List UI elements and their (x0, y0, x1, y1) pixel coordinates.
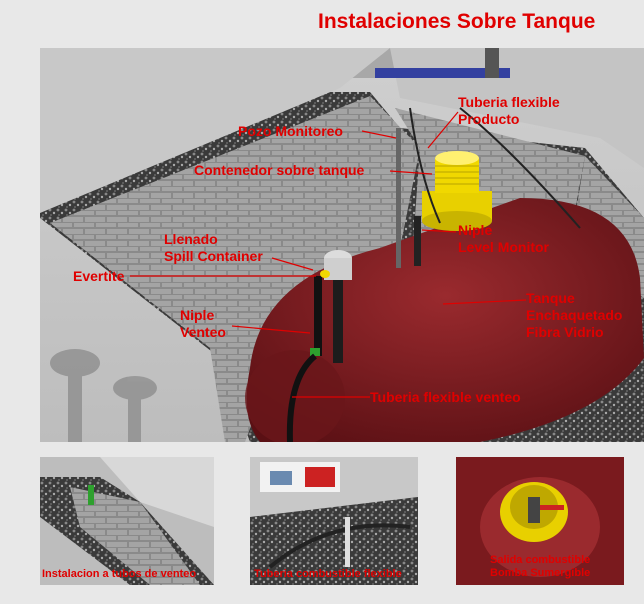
label-niple-level: Niple Level Monitor (458, 222, 550, 255)
caption-combustible: Tuberia combustible flexible (254, 568, 402, 580)
caption-salida: Salida combustible Bomba Sumergible (490, 554, 591, 579)
page-title: Instalaciones Sobre Tanque (318, 10, 596, 33)
caption-venteo: Instalacion a tubos de venteo (42, 568, 197, 580)
label-tuberia-producto: Tuberia flexible Producto (458, 94, 560, 127)
thumbnail-venteo: Instalacion a tubos de venteo (40, 457, 214, 585)
label-tuberia-venteo: Tuberia flexible venteo (370, 389, 521, 405)
label-pozo-monitoreo: Pozo Monitoreo (238, 123, 343, 139)
label-contenedor: Contenedor sobre tanque (194, 162, 365, 178)
label-niple-venteo: Niple Venteo (180, 307, 226, 340)
thumbnail-salida: Salida combustible Bomba Sumergible (456, 457, 624, 585)
label-llenado: Llenado Spill Container (164, 231, 263, 264)
label-tanque: Tanque Enchaquetado Fibra Vidrio (526, 290, 623, 340)
main-illustration (40, 48, 644, 442)
label-evertite: Evertite (73, 268, 125, 284)
tank-pit-render (40, 48, 644, 442)
thumbnail-combustible: Tuberia combustible flexible (250, 457, 418, 585)
